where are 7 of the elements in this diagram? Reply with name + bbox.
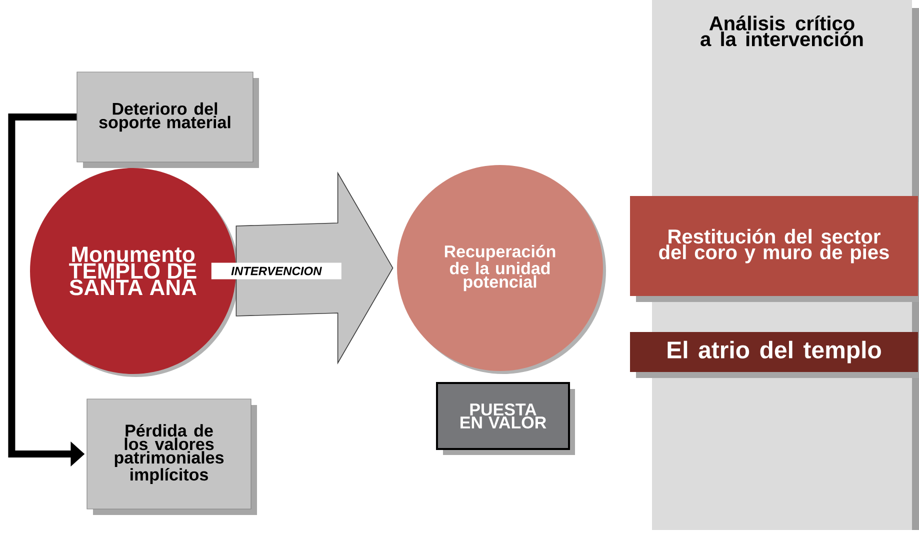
block-arrow [236, 172, 394, 364]
text-box: Pérdida de los valores patrimoniales implícitos [86, 398, 257, 515]
text-box: Deterioro del soporte material [76, 72, 259, 168]
text-box: PUESTA EN VALOR [436, 382, 575, 455]
banner: El atrio del templo [630, 332, 919, 378]
banner: Restitución del sector del coro y muro de pies [630, 196, 919, 302]
edge-label: INTERVENCION [211, 262, 342, 280]
